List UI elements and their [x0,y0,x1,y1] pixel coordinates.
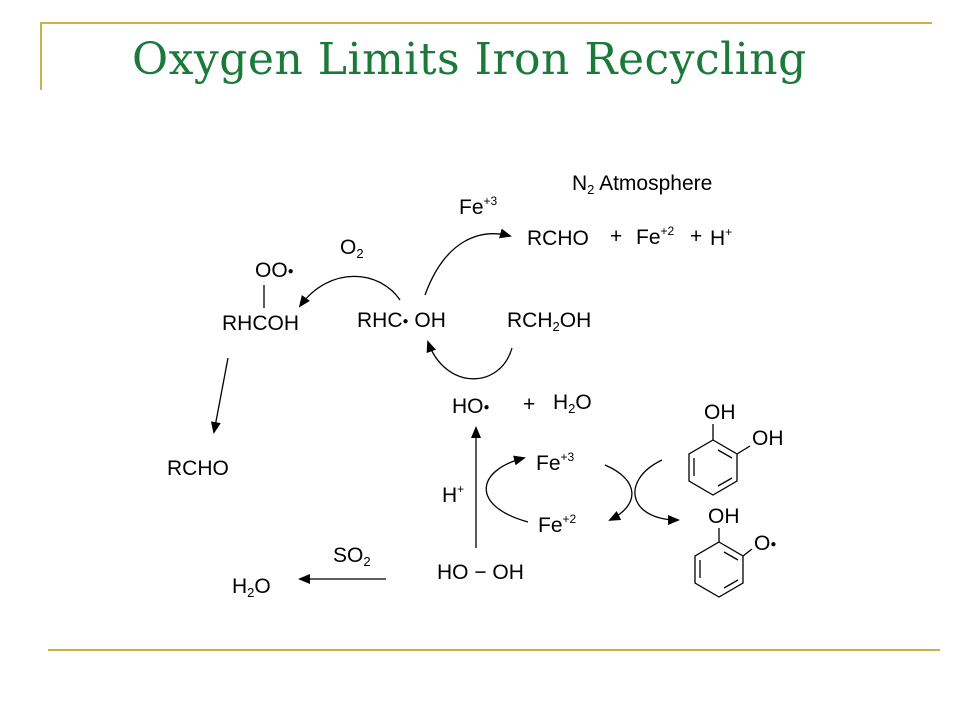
hydroxyl-radical: HO● [452,395,490,418]
peroxy-rhcoh-label: RHCOH [222,312,299,335]
o2-label: O2 [340,236,364,261]
fe2-mid-label: Fe+2 [538,512,577,537]
fe3-catalyst-label: Fe+3 [459,194,498,219]
semiquinone-ring [694,528,753,598]
product-rcho: RCHO [527,227,589,250]
arrow-from-rch2oh [426,340,513,380]
catechol-oh-1: OH [704,401,736,424]
rch2oh-label: RCH2OH [507,309,592,334]
footer-rule [48,649,940,651]
plus-sign-1: + [610,225,623,248]
fe3-mid-label: Fe+3 [536,450,575,475]
peroxy-oo-label: OO● [255,259,294,282]
semiquinone-oh: OH [708,505,740,528]
title-accent-horizontal [40,22,932,24]
catechol-oh-2: OH [752,427,784,450]
arrow-to-rcho-left [210,357,229,434]
arrow-fe-cycle [485,455,529,523]
title-accent-vertical [40,22,42,90]
arrow-o2-addition [298,275,401,308]
so2-label: SO2 [333,544,371,569]
radical-rhc-oh: RHC● OH [357,309,446,332]
arrow-fe3-to-fe2 [604,464,633,521]
n2-atmosphere-label: N2 Atmosphere [572,172,713,197]
plus-sign-2: + [690,225,703,248]
product-fe2: Fe+2 [636,224,675,249]
water-product: H2O [553,391,592,416]
plus-sign-3: + [523,393,536,416]
arrow-catechol-oxidation [634,459,680,525]
semiquinone-o-radical: O● [754,532,777,555]
proton-catalyst: H+ [442,482,465,507]
slide-title: Oxygen Limits Iron Recycling [132,34,807,85]
water-left-label: H2O [232,575,271,600]
catechol-ring [688,424,751,496]
hydrogen-peroxide: HO − OH [437,561,524,584]
rcho-left-label: RCHO [167,457,229,480]
arrow-to-rcho-n2 [424,228,512,296]
product-proton: H+ [710,225,733,250]
